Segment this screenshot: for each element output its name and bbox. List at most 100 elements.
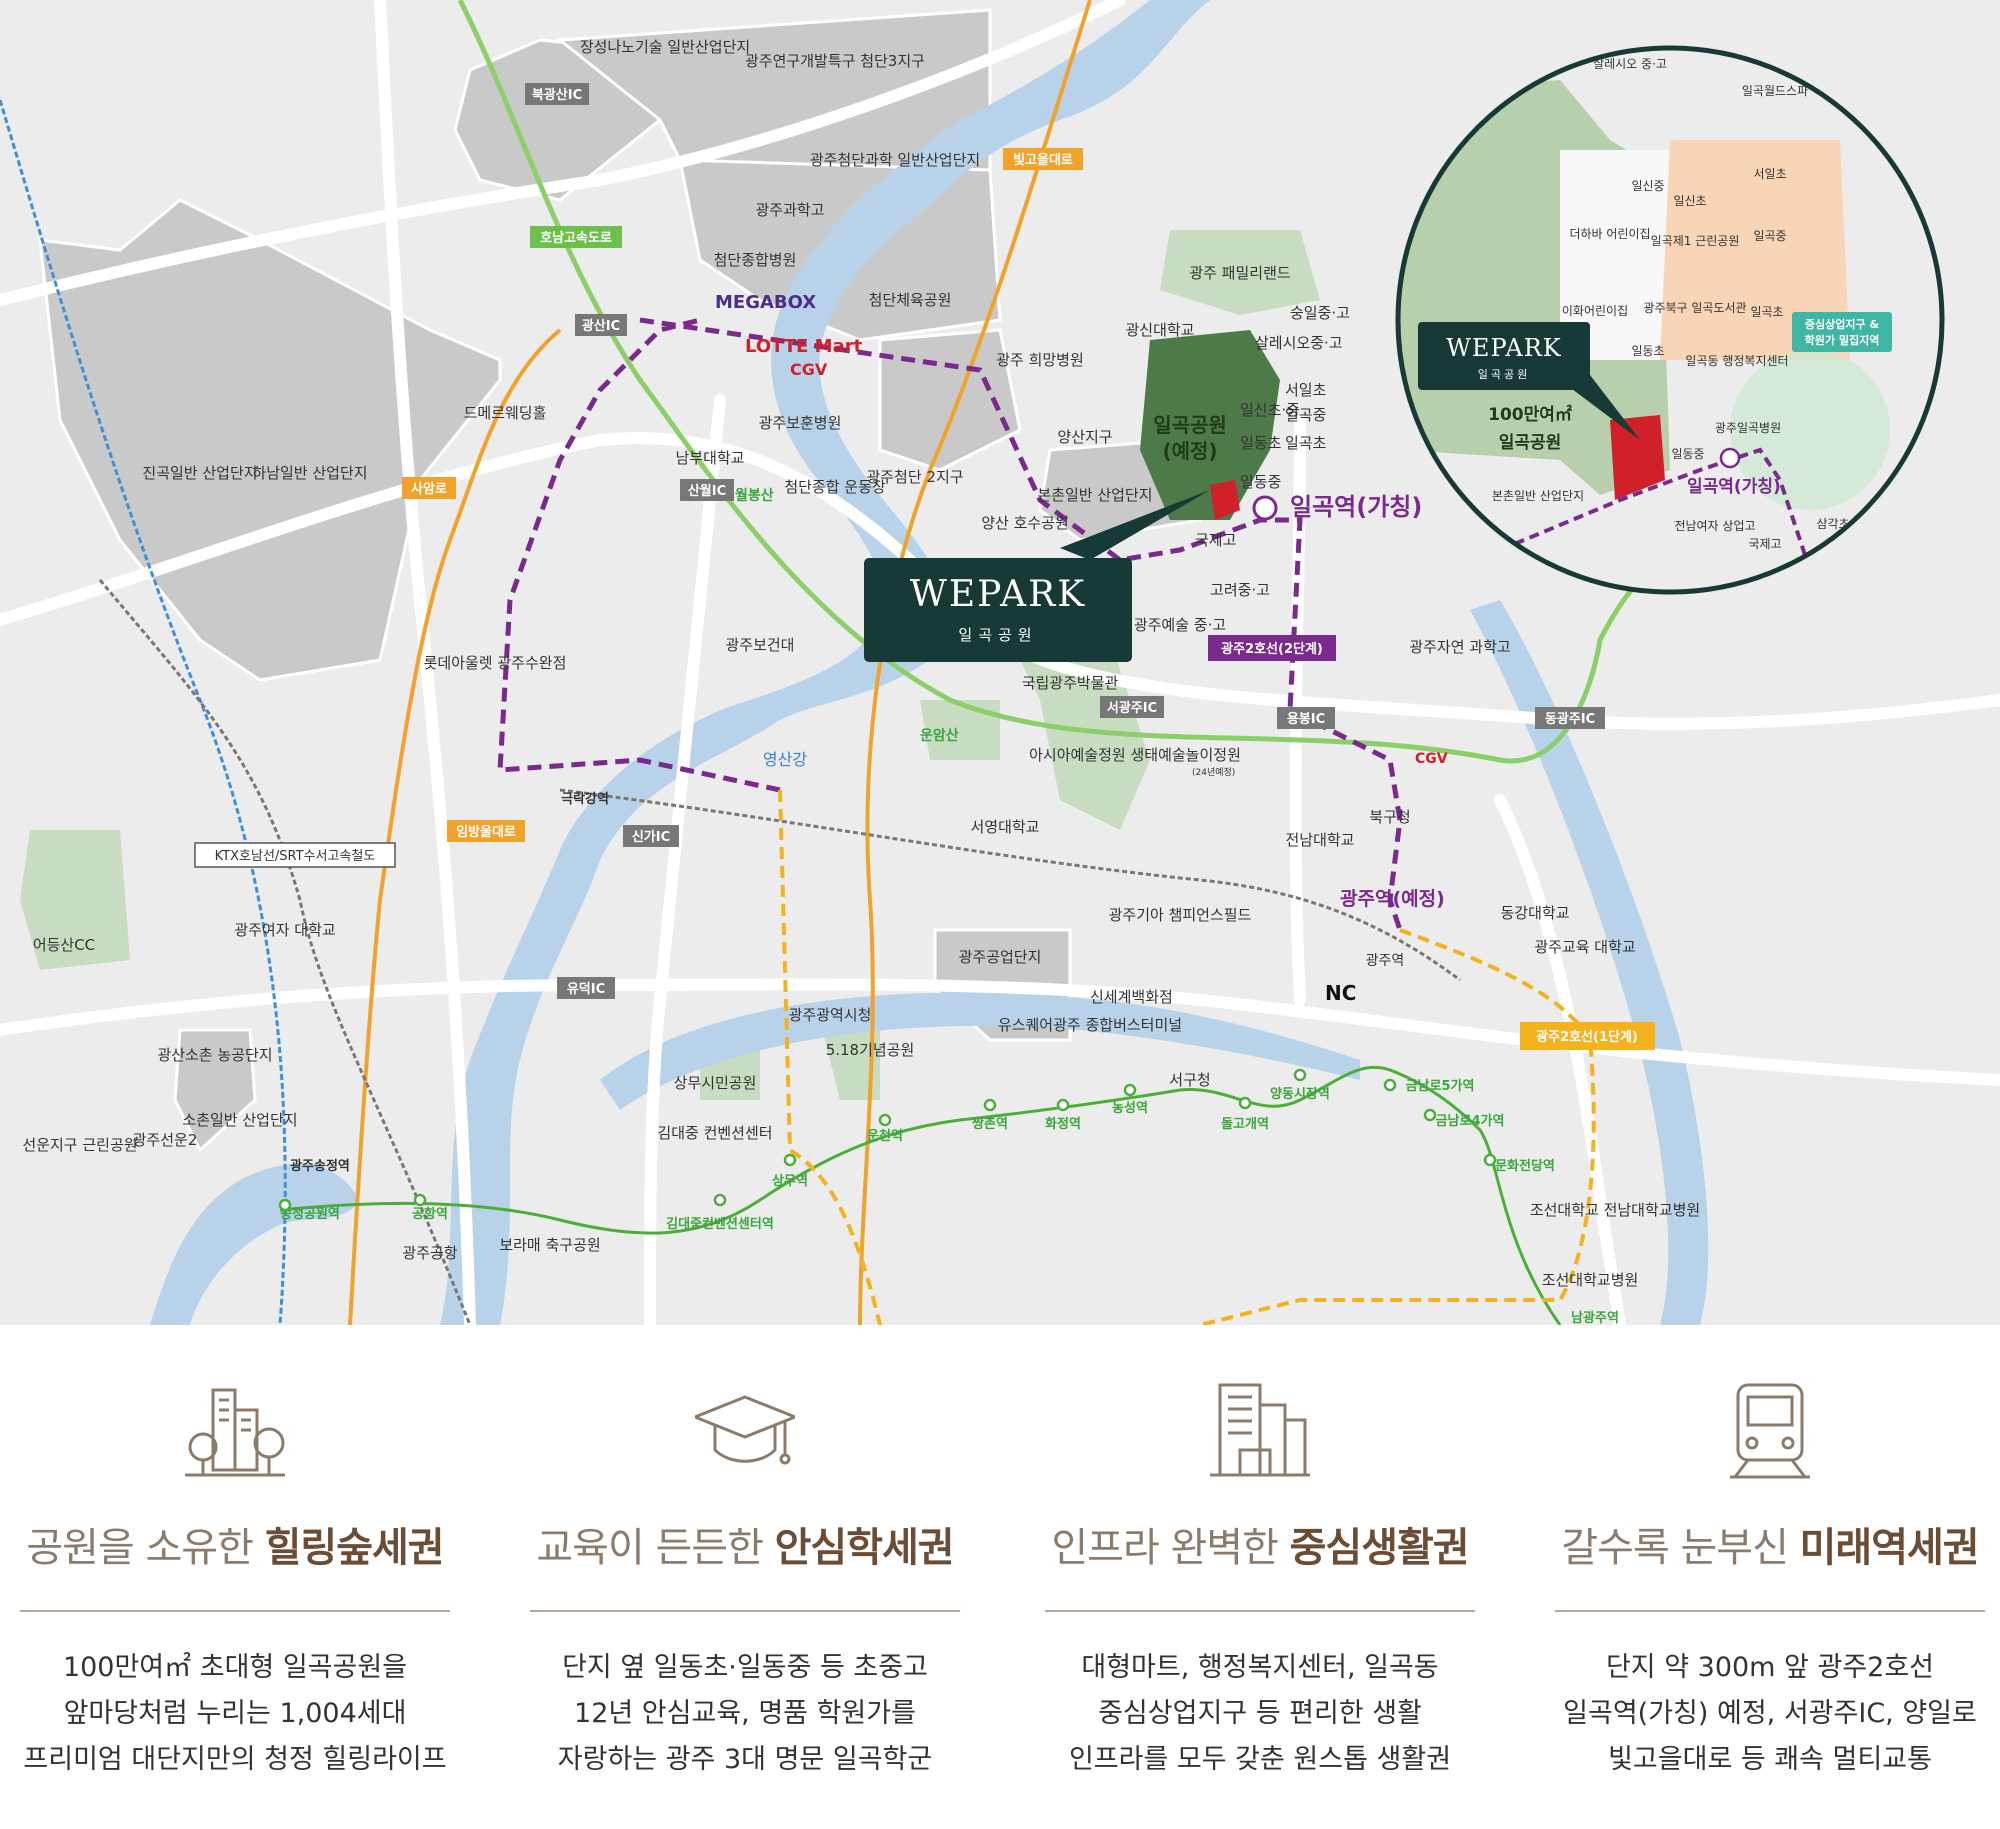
- feature-title-prefix: 공원을 소유한: [26, 1525, 265, 1571]
- feature-divider: [530, 1610, 960, 1612]
- inset-park-label: 100만여㎡: [1488, 404, 1572, 425]
- inset-label: 일곡초: [1750, 305, 1783, 319]
- road-badge: 용봉IC: [1287, 711, 1325, 727]
- feature-divider: [20, 1610, 450, 1612]
- inset-label: 광주북구 일곡도서관: [1643, 301, 1746, 315]
- place-label: 광주광역시청: [789, 1006, 872, 1024]
- feature-park: 공원을 소유한 힐링숲세권 100만여㎡ 초대형 일곡공원을 앞마당처럼 누리는…: [5, 1325, 465, 1829]
- metro-station: 농성역: [1112, 1100, 1148, 1116]
- place-label: 광주 패밀리랜드: [1189, 264, 1291, 282]
- mountain-label: 운암산: [920, 727, 959, 744]
- feature-desc-line: 인프라를 모두 갖춘 원스톱 생활권: [1068, 1744, 1452, 1775]
- rail-station: 극락강역: [561, 791, 609, 807]
- road-badge: 산월IC: [688, 483, 726, 499]
- place-label: 양산지구: [1057, 428, 1112, 446]
- feature-desc-line: 일곡역(가칭) 예정, 서광주IC, 양일로: [1563, 1698, 1977, 1729]
- metro-station: 돌고개역: [1221, 1116, 1269, 1132]
- place-label: 일동중: [1240, 473, 1281, 491]
- inset-park-label: 일곡공원: [1499, 433, 1562, 453]
- gwangju-station-planned-label: 광주역(예정): [1340, 888, 1445, 910]
- feature-section: 공원을 소유한 힐링숲세권 100만여㎡ 초대형 일곡공원을 앞마당처럼 누리는…: [0, 1325, 2000, 1829]
- place-label: 광주기아 챔피언스필드: [1109, 906, 1252, 924]
- wepark-subtitle: 일곡공원: [958, 626, 1037, 644]
- road-badge: 동광주IC: [1545, 712, 1595, 727]
- metro-station: 쌍촌역: [972, 1116, 1008, 1132]
- metro-station: 금남로4가역: [1436, 1113, 1505, 1129]
- place-label: 김대중 컨벤션센터: [657, 1124, 772, 1142]
- feature-desc-line: 중심상업지구 등 편리한 생활: [1098, 1698, 1422, 1729]
- park-label: 일곡공원: [1153, 413, 1227, 437]
- place-label: 보라매 축구공원: [499, 1236, 600, 1254]
- inset-label: 국제고: [1748, 537, 1781, 551]
- place-label: 일동초: [1240, 434, 1282, 452]
- area-map: 장성나노기술 일반산업단지 광주연구개발특구 첨단3지구 광주첨단과학 일반산업…: [0, 0, 2000, 1325]
- feature-description: 대형마트, 행정복지센터, 일곡동 중심상업지구 등 편리한 생활 인프라를 모…: [1030, 1645, 1490, 1783]
- feature-divider: [1045, 1610, 1475, 1612]
- place-label: 광주보건대: [725, 636, 794, 654]
- metro-station: 송정공원역: [280, 1206, 340, 1222]
- feature-title-highlight: 안심학세권: [774, 1525, 955, 1571]
- feature-desc-line: 프리미엄 대단지만의 청정 힐링라이프: [23, 1744, 447, 1775]
- place-label: 신세계백화점: [1090, 988, 1173, 1006]
- feature-desc-line: 앞마당처럼 누리는 1,004세대: [63, 1698, 407, 1729]
- place-label: 첨단체육공원: [869, 291, 952, 309]
- place-label: 광신대학교: [1125, 321, 1194, 339]
- cgv-logo: CGV: [790, 360, 828, 379]
- metro-station: 공항역: [412, 1206, 448, 1222]
- line2-phase2-route: [497, 317, 1403, 931]
- inset-label: 일신중: [1631, 179, 1664, 193]
- inset-station-icon: [1719, 447, 1741, 469]
- feature-title: 교육이 든든한 안심학세권: [515, 1515, 975, 1573]
- feature-title-highlight: 힐링숲세권: [264, 1525, 445, 1571]
- road-badge: 사암로: [411, 481, 447, 497]
- inset-callout-box: [1792, 312, 1892, 352]
- feature-desc-line: 대형마트, 행정복지센터, 일곡동: [1081, 1652, 1439, 1683]
- place-label: 서구청: [1169, 1071, 1210, 1089]
- place-label: 서일초: [1285, 381, 1327, 399]
- feature-title-prefix: 인프라 완벽한: [1051, 1525, 1290, 1571]
- place-label: 광주 희망병원: [996, 351, 1084, 369]
- place-label: 진곡일반 산업단지: [142, 464, 257, 482]
- inset-label: 이화어린이집: [1562, 304, 1628, 318]
- inset-label: 더하바 어린이집: [1569, 227, 1650, 241]
- feature-description: 단지 약 300m 앞 광주2호선 일곡역(가칭) 예정, 서광주IC, 양일로…: [1540, 1645, 2000, 1783]
- wepark-callout-box: [864, 558, 1132, 662]
- feature-desc-line: 12년 안심교육, 명품 학원가를: [574, 1698, 916, 1729]
- place-label: 상무시민공원: [674, 1074, 757, 1092]
- feature-infra: 인프라 완벽한 중심생활권 대형마트, 행정복지센터, 일곡동 중심상업지구 등…: [1030, 1325, 1490, 1829]
- place-label: 양산 호수공원: [981, 514, 1069, 532]
- metro-station: 상무역: [772, 1173, 808, 1189]
- inset-label: 일곡제1 근린공원: [1651, 234, 1740, 248]
- place-label: 광주과학고: [755, 201, 824, 219]
- train-icon: [1730, 1383, 1810, 1479]
- rail-station: 광주송정역: [290, 1158, 350, 1174]
- place-label: 일곡중: [1285, 406, 1326, 424]
- place-label: 광주첨단 2지구: [866, 468, 963, 486]
- feature-description: 단지 옆 일동초·일동중 등 초중고 12년 안심교육, 명품 학원가를 자랑하…: [515, 1645, 975, 1783]
- metro-station: 문화전당역: [1495, 1158, 1555, 1174]
- mountain-label: 월봉산: [735, 487, 774, 504]
- road-badge: 신가IC: [632, 830, 670, 845]
- place-label: 광산소촌 농공단지: [157, 1046, 272, 1064]
- feature-title-prefix: 교육이 든든한: [536, 1525, 775, 1571]
- line2-phase1-badge: [1520, 1022, 1655, 1050]
- metro-line-1: [279, 1065, 1562, 1325]
- road-badge: 광산IC: [582, 318, 620, 334]
- inset-label: 일곡중: [1753, 229, 1786, 243]
- feature-desc-line: 자랑하는 광주 3대 명문 일곡학군: [557, 1744, 933, 1775]
- place-label: 전남대학교: [1285, 831, 1354, 849]
- metro-station: 양동시장역: [1270, 1086, 1330, 1102]
- inset-label: 광주일곡병원: [1715, 421, 1781, 435]
- inset-label: 일동초: [1631, 344, 1664, 358]
- wepark-logo-text: WEPARK: [910, 574, 1086, 615]
- park-label: (예정): [1162, 439, 1217, 463]
- graduation-cap-icon: [695, 1395, 795, 1465]
- place-label: 드메르웨딩홀: [464, 404, 547, 422]
- subway-station-icon: [1252, 495, 1278, 521]
- gwangju-station-label: 광주역: [1366, 953, 1405, 969]
- honam-expressway: [457, 0, 1761, 764]
- ilgok-park: [1140, 330, 1280, 520]
- place-label: 북구청: [1369, 808, 1410, 826]
- inset-callout-text: 학원가 밀집지역: [1805, 333, 1880, 347]
- ilgok-station-label: 일곡역(가칭): [1290, 493, 1422, 521]
